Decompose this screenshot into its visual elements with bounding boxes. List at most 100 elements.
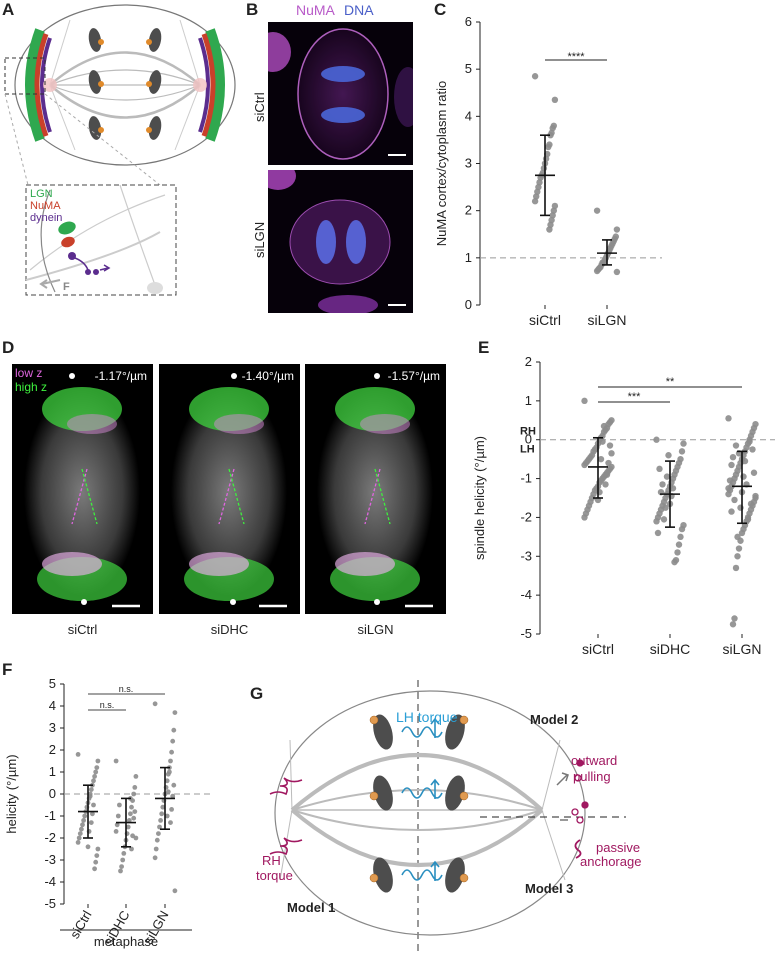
low-z-pole-top [214, 414, 264, 434]
zoom-inset [25, 184, 177, 296]
numa-protein [61, 236, 75, 248]
kinetochores-g [369, 715, 469, 883]
legend-numa: NuMA [30, 200, 61, 212]
chromosomes [88, 28, 162, 140]
data-point [547, 132, 554, 139]
data-point [90, 811, 95, 817]
data-point [678, 525, 686, 533]
data-point [613, 226, 621, 233]
x-tick-label: siCtrl [67, 908, 95, 941]
data-point [731, 496, 738, 504]
data-point [608, 450, 615, 457]
micrograph-sictrl [268, 22, 413, 165]
data-point [154, 837, 160, 843]
high-z-line [374, 468, 391, 525]
data-point [735, 545, 743, 552]
data-point [725, 485, 732, 492]
data-point [747, 500, 755, 508]
outward-pulling-motors [571, 759, 589, 824]
data-point [129, 846, 134, 852]
data-point [172, 710, 178, 715]
data-point [164, 813, 170, 819]
data-point [88, 820, 94, 825]
data-point [665, 452, 672, 459]
x-tick-label: siCtrl [529, 312, 561, 328]
y-tick-label: -5 [520, 626, 532, 641]
model3-label: Model 3 [525, 881, 573, 896]
x-tick-label: siCtrl [582, 641, 614, 657]
panel-letter-e: E [478, 338, 490, 357]
data-point [169, 749, 175, 755]
data-point [726, 477, 734, 484]
data-point [729, 454, 737, 461]
data-point [152, 855, 158, 861]
data-point [600, 422, 608, 430]
data-point [531, 198, 539, 205]
y-tick-label: -3 [44, 852, 56, 867]
low-z-pole-top [360, 414, 410, 434]
high-z-line [81, 468, 98, 525]
legend-dynein: dynein [30, 212, 63, 224]
data-point [91, 778, 96, 784]
data-point [545, 143, 552, 151]
data-point [82, 813, 88, 819]
force-label: F [63, 281, 70, 293]
dynein-motor [68, 252, 76, 260]
y-tick-label: 2 [465, 203, 472, 218]
condition-label: siLGN [357, 622, 394, 637]
pole-marker-top [231, 373, 237, 379]
data-point [581, 514, 588, 521]
data-point [126, 818, 132, 823]
significance-label-1: n.s. [100, 700, 115, 710]
data-point [728, 508, 735, 515]
channel-numa: NuMA [296, 2, 335, 18]
data-point [132, 809, 138, 814]
y-tick-label: 1 [49, 764, 56, 779]
data-point [674, 549, 681, 556]
pole-marker-bottom [374, 599, 380, 605]
data-point [741, 457, 749, 465]
panel-a-legend: LGN NuMA dynein [30, 188, 62, 224]
data-point [663, 473, 671, 480]
data-point [734, 533, 741, 541]
y-tick-label: 4 [465, 108, 472, 123]
data-point [169, 807, 175, 812]
y-tick-label: 1 [465, 250, 472, 265]
lgn-band-right [205, 28, 225, 142]
group-label: metaphase [94, 934, 158, 949]
data-point [662, 504, 669, 511]
condition-label: siDHC [210, 622, 249, 637]
data-point [158, 818, 164, 823]
y-axis-label: helicity (°/µm) [4, 754, 19, 833]
kinetochores [98, 39, 152, 133]
data-point [92, 774, 97, 779]
force-arrow [41, 279, 61, 285]
low-z-pole-bottom [42, 552, 102, 576]
data-point [744, 516, 752, 523]
model2-label: Model 2 [530, 712, 578, 727]
y-axis-label: spindle helicity (°/µm) [472, 436, 487, 560]
micrograph-silgn [268, 170, 413, 313]
data-point [602, 481, 609, 488]
data-point [746, 438, 753, 445]
pole-marker-bottom [81, 599, 87, 605]
pole-right [193, 78, 207, 92]
data-point [165, 789, 171, 795]
y-tick-label: 4 [49, 698, 56, 713]
y-tick-label: -1 [520, 471, 532, 486]
outward-label-2: pulling [573, 769, 611, 784]
data-point [167, 769, 172, 775]
significance-label-2: n.s. [119, 684, 134, 694]
panel-b-channels: NuMA DNA [296, 2, 374, 18]
data-point [88, 787, 94, 792]
data-point [91, 802, 96, 808]
data-point [551, 96, 559, 104]
data-point [725, 415, 732, 422]
legend-low-z: low z [15, 366, 43, 380]
y-tick-label: 1 [525, 393, 532, 408]
y-tick-label: 2 [49, 742, 56, 757]
astral-microtubules [49, 19, 201, 151]
data-point [118, 868, 123, 874]
data-point [613, 268, 621, 276]
y-tick-label: -4 [44, 874, 56, 889]
